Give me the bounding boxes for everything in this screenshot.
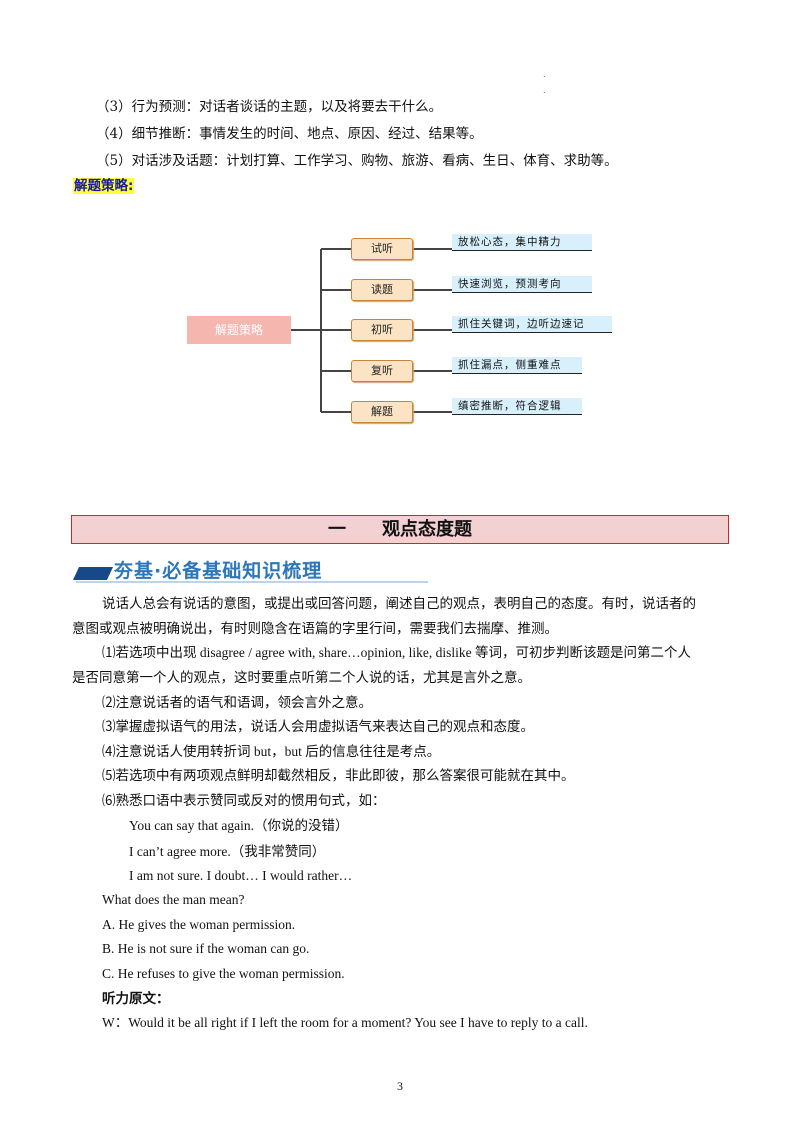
tip-item: ⑷注意说话人使用转折词 but，but 后的信息往往是考点。: [102, 744, 441, 759]
example-phrase: I can’t agree more.（我非常赞同）: [129, 844, 326, 859]
tip-1-line: ⑴若选项中出现 disagree / agree with, share…opi…: [102, 645, 692, 660]
mindmap-step-node: 复听: [351, 360, 413, 382]
mindmap-step-tip: 缜密推断，符合逻辑: [452, 398, 582, 415]
mindmap-step-node: 读题: [351, 279, 413, 301]
answer-option: B. He is not sure if the woman can go.: [102, 941, 310, 956]
banner-underline: [76, 581, 428, 583]
example-phrase: I am not sure. I doubt… I would rather…: [129, 868, 353, 883]
item-5: （5）对话涉及话题：计划打算、工作学习、购物、旅游、看病、生日、体育、求助等。: [96, 153, 618, 169]
transcript-label: 听力原文：: [102, 991, 170, 1007]
intro-paragraph-line: 说话人总会有说话的意图，或提出或回答问题，阐述自己的观点，表明自己的态度。有时，…: [102, 596, 696, 612]
strategy-heading: 解题策略:: [73, 176, 135, 196]
tip-item: ⑹熟悉口语中表示赞同或反对的惯用句式，如：: [102, 793, 386, 809]
intro-paragraph-line: 意图或观点被明确说出，有时则隐含在语篇的字里行间，需要我们去揣摩、推测。: [72, 621, 558, 637]
example-phrase: You can say that again.（你说的没错）: [129, 818, 349, 833]
page-number: 3: [397, 1079, 403, 1093]
answer-option: A. He gives the woman permission.: [102, 917, 296, 932]
corner-dot: .: [543, 86, 546, 95]
item-4: （4）细节推断：事情发生的时间、地点、原因、经过、结果等。: [96, 126, 483, 142]
mindmap-step-tip: 快速浏览，预测考向: [452, 276, 592, 293]
tip-1-line: 是否同意第一个人的观点，这时要重点听第二个人说的话，尤其是言外之意。: [72, 670, 531, 686]
banner-title: 夯基·必备基础知识梳理: [114, 560, 323, 582]
corner-dot: .: [543, 70, 546, 79]
banner-mark: [72, 567, 114, 580]
tip-item: ⑸若选项中有两项观点鲜明却截然相反，非此即彼，那么答案很可能就在其中。: [102, 768, 575, 784]
transcript-line: W：Would it be all right if I left the ro…: [102, 1015, 588, 1030]
mindmap-step-node: 初听: [351, 319, 413, 341]
mindmap-step-tip: 抓住漏点，侧重难点: [452, 357, 582, 374]
item-3: （3）行为预测：对话者谈话的主题，以及将要去干什么。: [96, 99, 443, 115]
mindmap-step-node: 解题: [351, 401, 413, 423]
section-title: 一 观点态度题: [71, 515, 729, 544]
answer-option: C. He refuses to give the woman permissi…: [102, 966, 345, 981]
tip-item: ⑶掌握虚拟语气的用法，说话人会用虚拟语气来表达自己的观点和态度。: [102, 719, 534, 735]
question-text: What does the man mean?: [102, 892, 245, 907]
mindmap-step-tip: 抓住关键词，边听边速记: [452, 316, 612, 333]
mindmap-step-tip: 放松心态，集中精力: [452, 234, 592, 251]
tip-item: ⑵注意说话者的语气和语调，领会言外之意。: [102, 695, 372, 711]
knowledge-banner: 夯基·必备基础知识梳理: [72, 556, 428, 583]
strategy-label: 解题策略:: [73, 178, 135, 194]
mindmap-root: 解题策略: [187, 316, 291, 344]
mindmap-step-node: 试听: [351, 238, 413, 260]
